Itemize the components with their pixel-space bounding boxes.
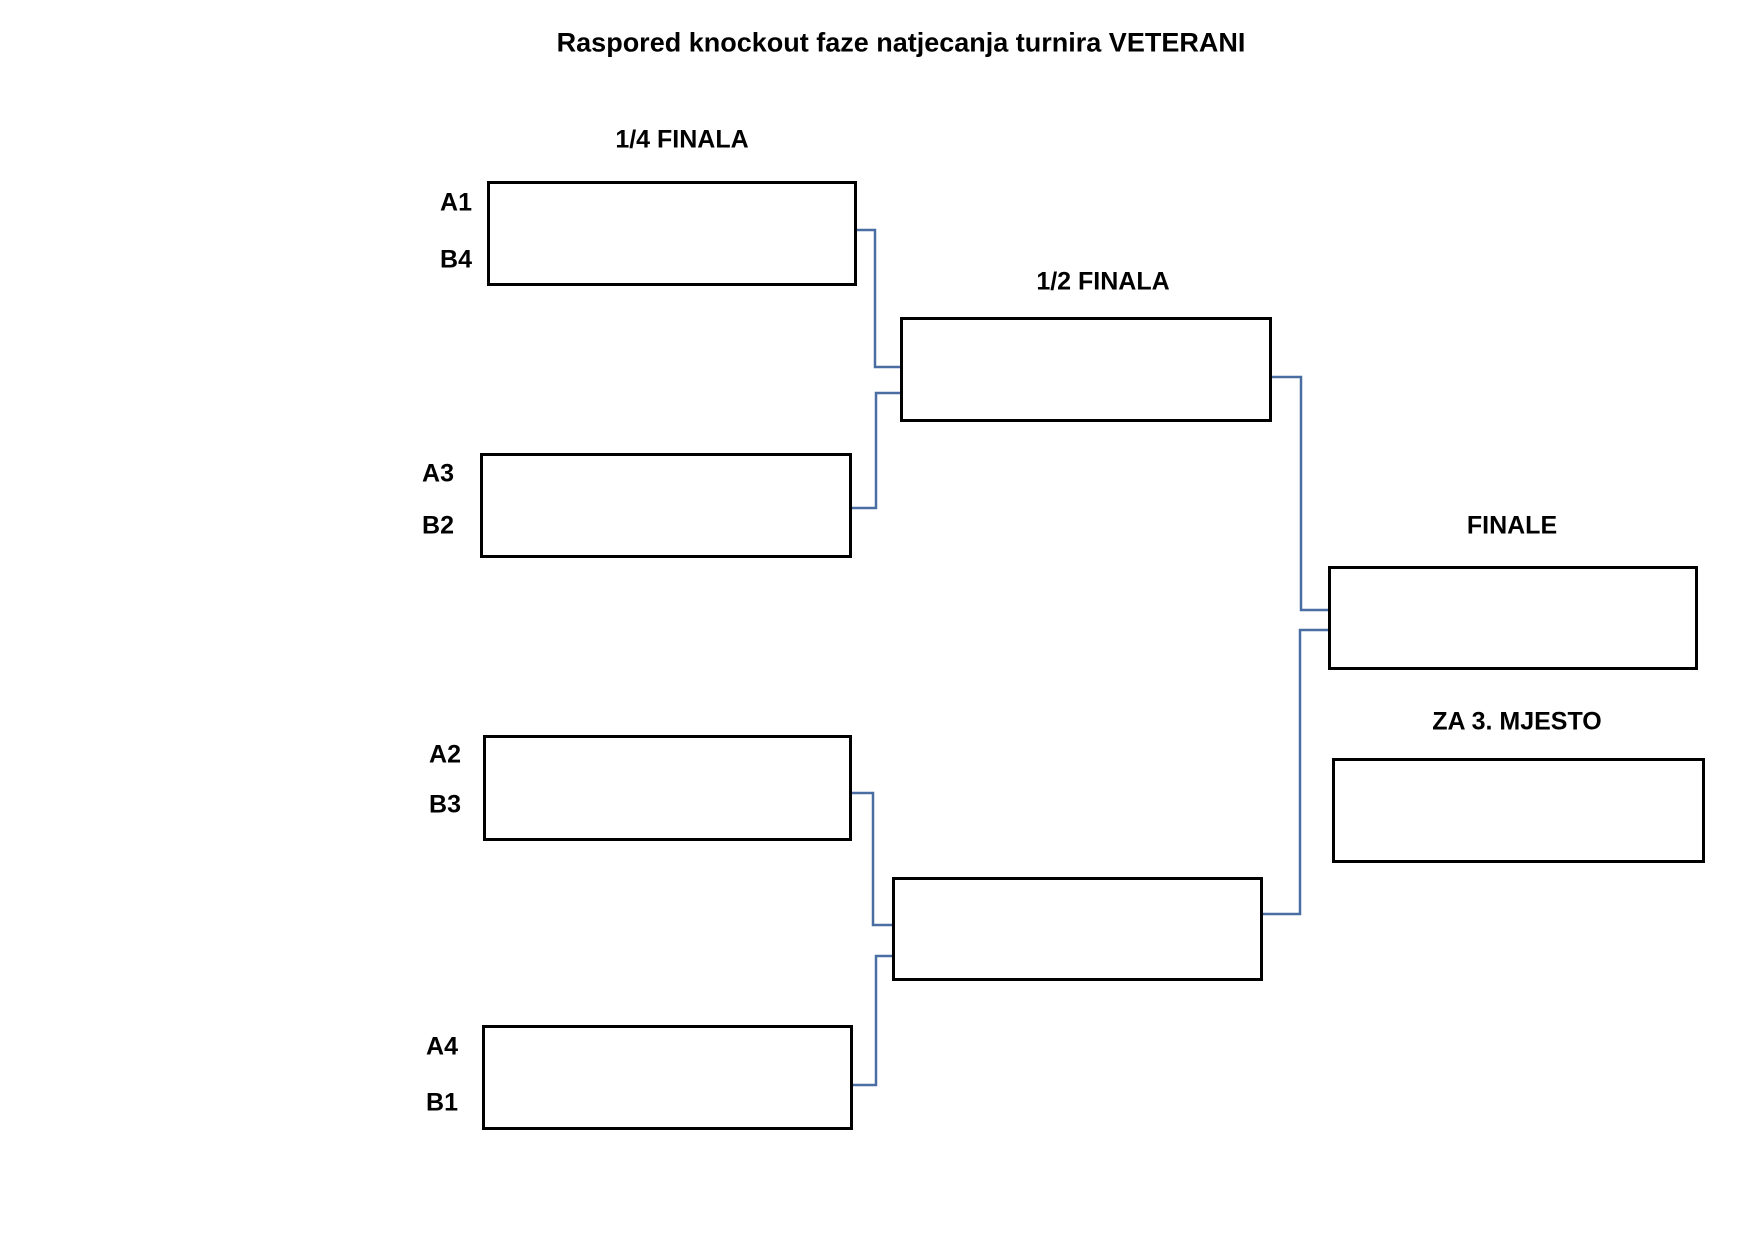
match-box-sf1 — [900, 317, 1272, 422]
connector-sf1-final — [1272, 375, 1328, 612]
seed-label-a3: A3 — [422, 459, 454, 488]
page-title: Raspored knockout faze natjecanja turnir… — [556, 27, 1246, 58]
round-header-semifinals: 1/2 FINALA — [1036, 267, 1170, 296]
connector-sf2-final — [1263, 628, 1328, 916]
connector-qf3-sf2 — [852, 791, 892, 927]
match-box-qf4 — [482, 1025, 853, 1130]
round-header-quarterfinals: 1/4 FINALA — [615, 125, 749, 154]
round-header-final: FINALE — [1466, 511, 1558, 540]
connector-qf2-sf1 — [852, 391, 900, 510]
seed-label-b4: B4 — [440, 245, 472, 274]
match-box-qf3 — [483, 735, 852, 841]
round-header-third-place: ZA 3. MJESTO — [1432, 707, 1602, 736]
seed-label-a2: A2 — [429, 740, 461, 769]
match-box-third-place — [1332, 758, 1705, 863]
seed-label-b1: B1 — [426, 1088, 458, 1117]
seed-label-a1: A1 — [440, 188, 472, 217]
match-box-qf1 — [487, 181, 857, 286]
match-box-qf2 — [480, 453, 852, 558]
seed-label-a4: A4 — [426, 1032, 458, 1061]
seed-label-b2: B2 — [422, 511, 454, 540]
match-box-sf2 — [892, 877, 1263, 981]
connector-qf4-sf2 — [853, 954, 892, 1087]
connector-qf1-sf1 — [857, 228, 900, 369]
match-box-final — [1328, 566, 1698, 670]
seed-label-b3: B3 — [429, 790, 461, 819]
